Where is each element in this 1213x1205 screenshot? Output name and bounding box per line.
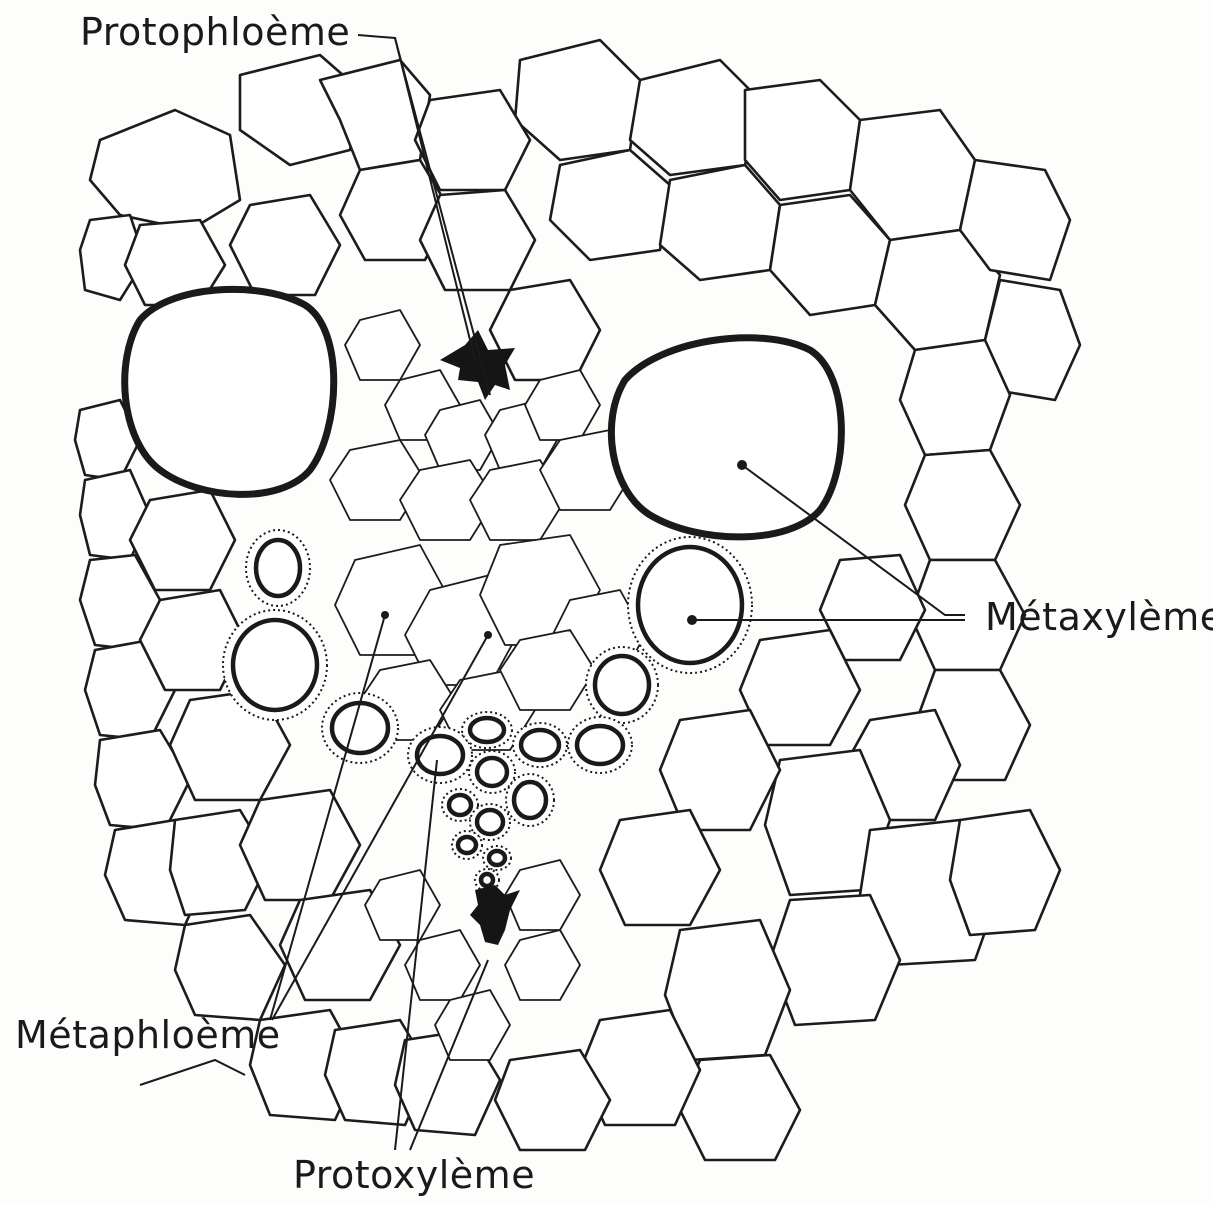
metaxylem-vessel-left	[125, 289, 334, 494]
label-metaxyleme: Métaxylème	[985, 595, 1213, 639]
label-metaphloeme: Métaphloème	[15, 1013, 281, 1057]
metaxylem-vessel-right	[611, 338, 841, 537]
protoxylem-mass	[470, 885, 520, 945]
label-protoxyleme: Protoxylème	[293, 1153, 535, 1197]
label-protophloeme: Protophloème	[80, 10, 350, 54]
